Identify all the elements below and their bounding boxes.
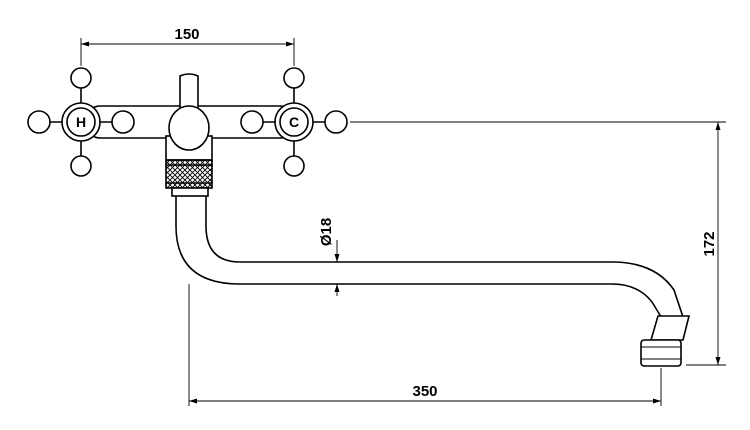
mixer-body [87, 73, 293, 197]
dimension-spout-reach: 350 [188, 284, 662, 406]
hot-handle: H [27, 67, 135, 177]
dimension-label-reach: 350 [412, 383, 437, 400]
dimension-height: 172 [350, 121, 726, 366]
dimension-label-height: 172 [701, 231, 718, 256]
spout-pipe [175, 189, 685, 321]
dimension-label-spacing: 150 [174, 26, 199, 43]
dimension-label-diameter: Ø18 [318, 218, 335, 246]
dimension-handle-spacing: 150 [80, 26, 295, 66]
spout-nozzle [640, 315, 691, 367]
cold-label: C [289, 114, 299, 130]
cold-handle: C [240, 67, 348, 177]
dimension-pipe-diameter: Ø18 [318, 218, 340, 296]
hot-label: H [76, 114, 86, 130]
